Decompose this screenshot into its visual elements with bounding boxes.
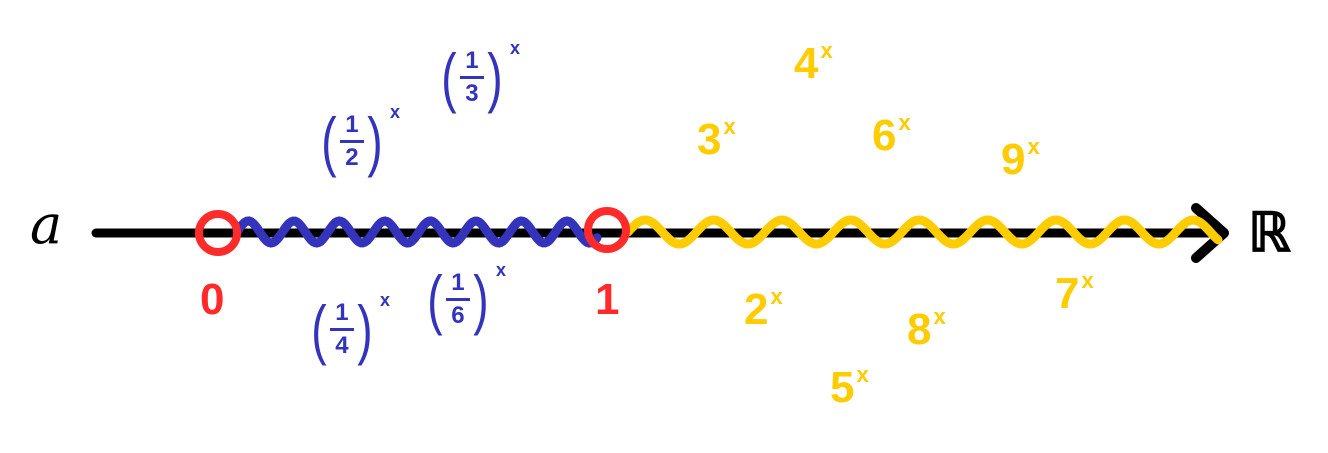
point-label-one: 1 [595,275,620,324]
left-paren: ( [427,262,443,336]
left-paren: ( [441,40,457,114]
point-label-zero: 0 [200,275,225,324]
growth-label-8: 8x [907,304,946,354]
left-paren: ( [321,104,337,178]
axis-arrowhead [1191,203,1229,263]
right-paren: ) [487,40,503,114]
growth-label-7: 7x [1055,268,1094,318]
point-one-marker [584,207,630,253]
growth-label-4: 4x [794,38,833,88]
real-set-label: ℝ [1248,203,1291,263]
growth-label-3: 3x [697,114,736,164]
left-paren: ( [311,292,327,366]
point-zero-marker [195,210,241,256]
variable-label: a [30,193,63,256]
growth-label-5: 5x [830,362,869,412]
right-paren: ) [357,292,373,366]
growth-label-6: 6x [872,110,911,160]
growth-label-2: 2x [744,284,783,334]
decay-wave [232,216,602,248]
growth-wave [623,215,1223,249]
right-paren: ) [473,262,489,336]
growth-label-9: 9x [1001,134,1040,184]
right-paren: ) [367,104,383,178]
